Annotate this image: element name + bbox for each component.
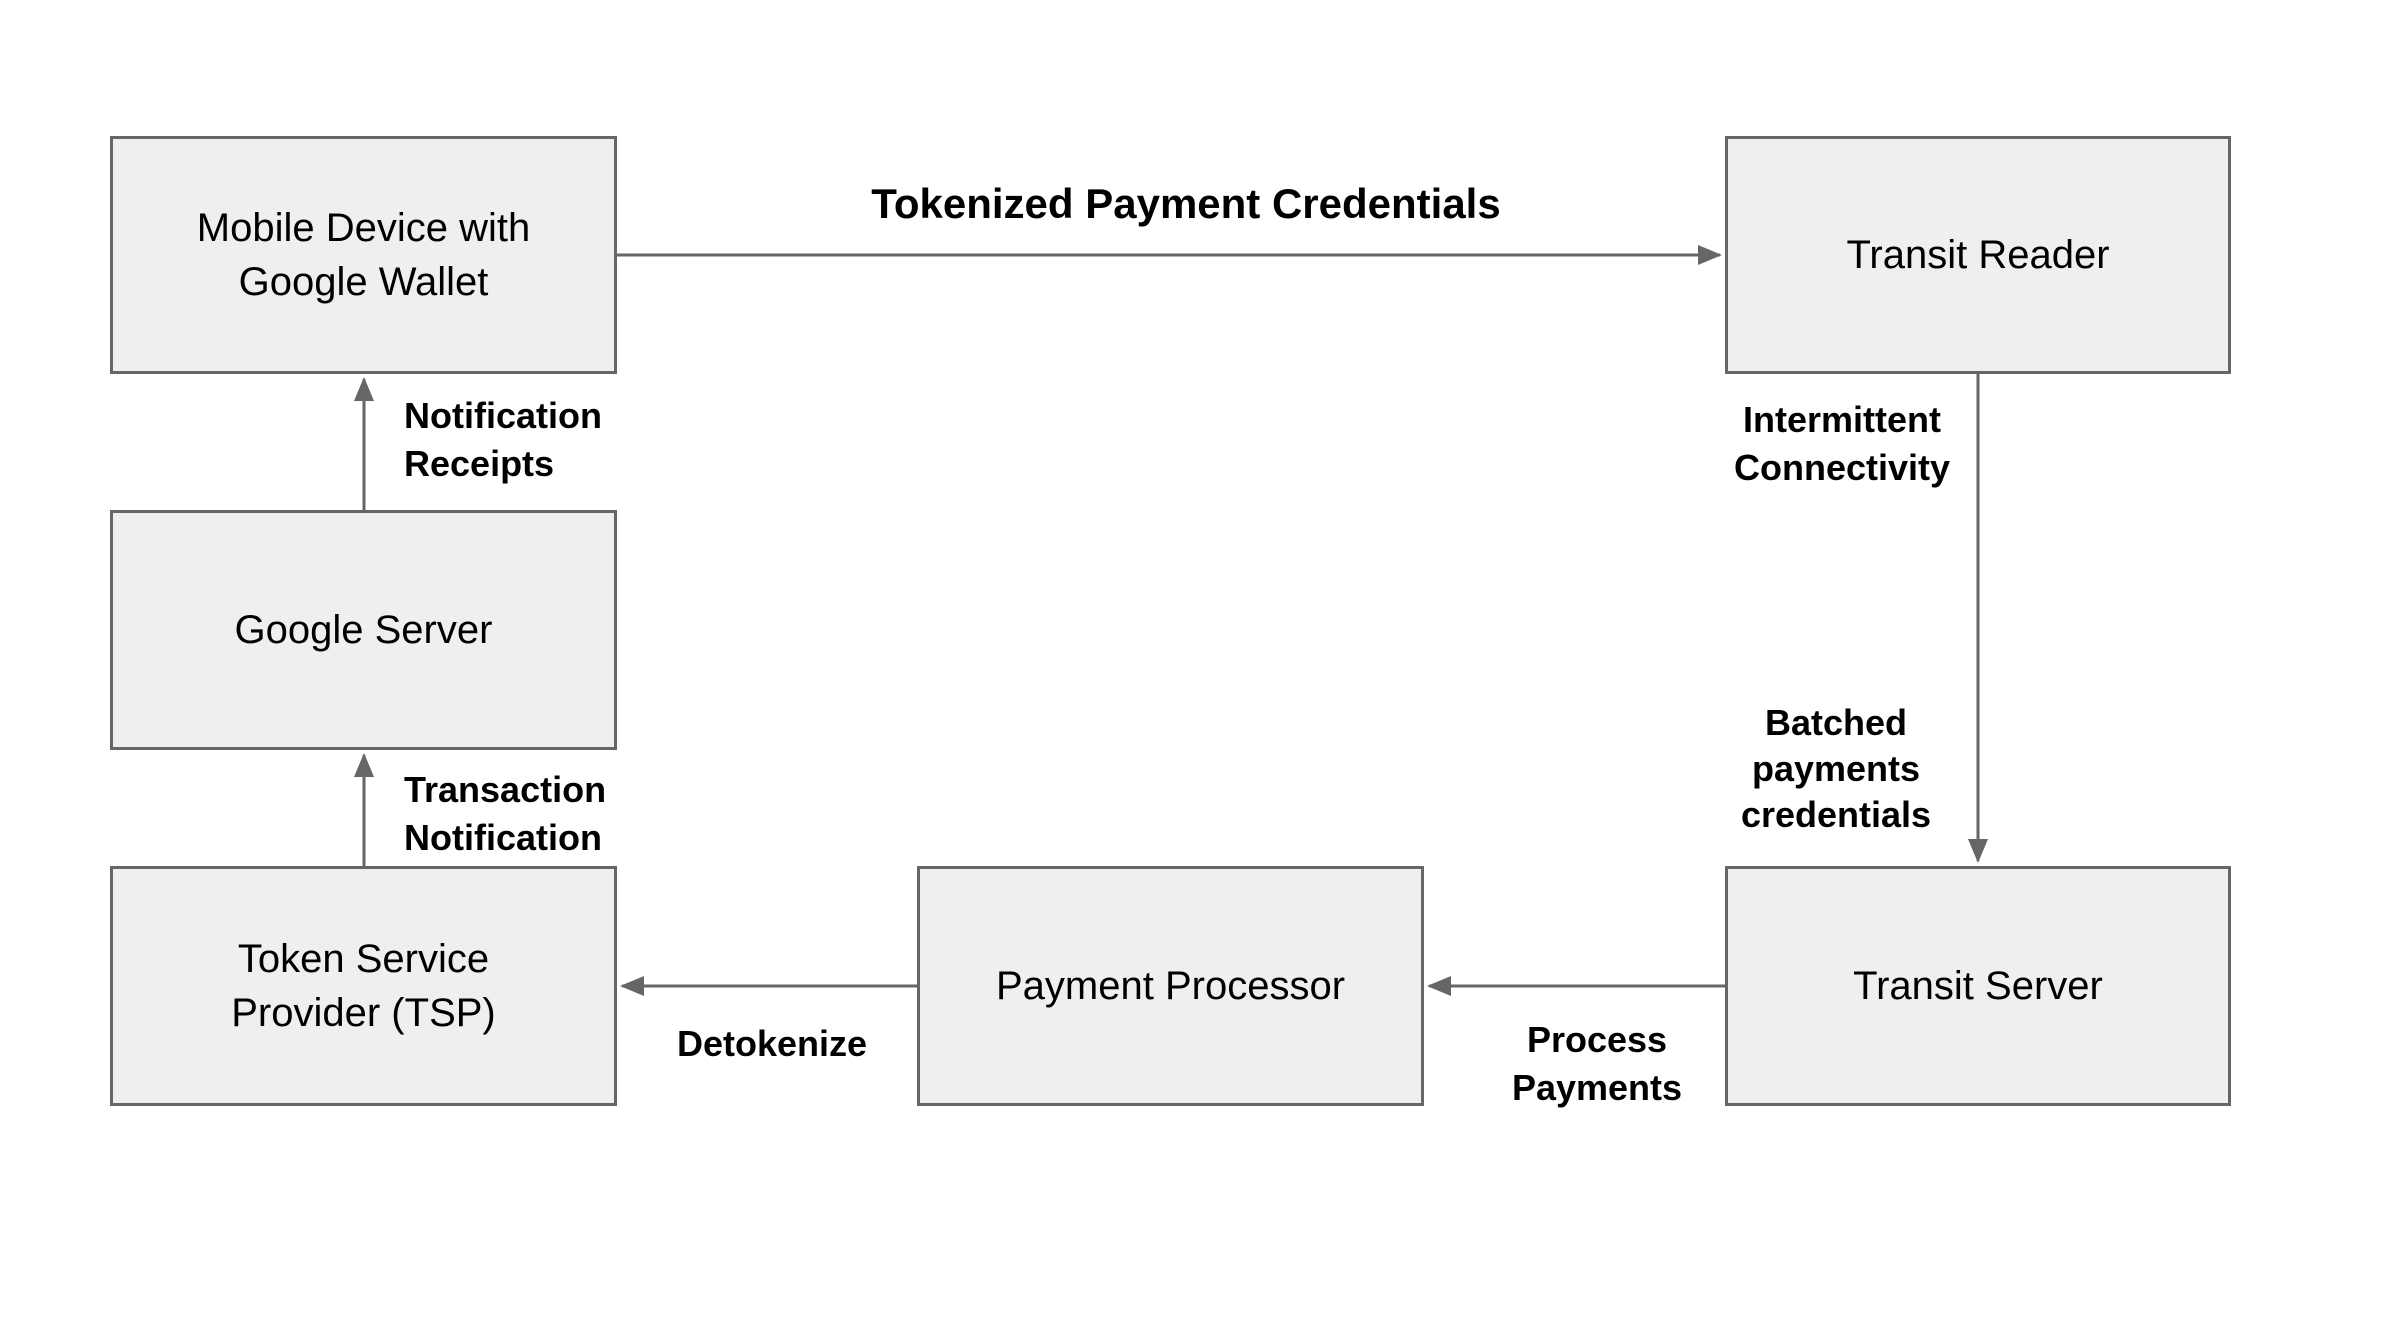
edge-label-detokenize: Detokenize [676, 1023, 868, 1064]
node-payment-processor-label: Payment Processor [995, 964, 1346, 1008]
edge-label-process-payments: Process Payments [1511, 1019, 1683, 1108]
node-google-server-label: Google Server [234, 608, 493, 652]
node-token-service-provider: Token Service Provider (TSP) [110, 866, 617, 1106]
node-transit-reader-label: Transit Reader [1846, 233, 2110, 277]
edge-label-transaction-notification: Transaction Notification [404, 769, 607, 858]
edge-label-notification-receipts: Notification Receipts [404, 395, 602, 484]
edge-label-intermittent-connectivity: Intermittent Connectivity [1733, 399, 1951, 488]
node-mobile-device-label: Mobile Device with Google Wallet [196, 206, 531, 304]
edge-label-tokenized-payment-credentials: Tokenized Payment Credentials [871, 180, 1501, 227]
node-payment-processor: Payment Processor [917, 866, 1424, 1106]
node-google-server: Google Server [110, 510, 617, 750]
node-transit-reader: Transit Reader [1725, 136, 2231, 374]
node-token-service-provider-label: Token Service Provider (TSP) [231, 937, 496, 1035]
edge-label-batched-payments-credentials: Batched payments credentials [1740, 702, 1932, 835]
node-mobile-device: Mobile Device with Google Wallet [110, 136, 617, 374]
node-transit-server-label: Transit Server [1853, 964, 2103, 1008]
node-transit-server: Transit Server [1725, 866, 2231, 1106]
